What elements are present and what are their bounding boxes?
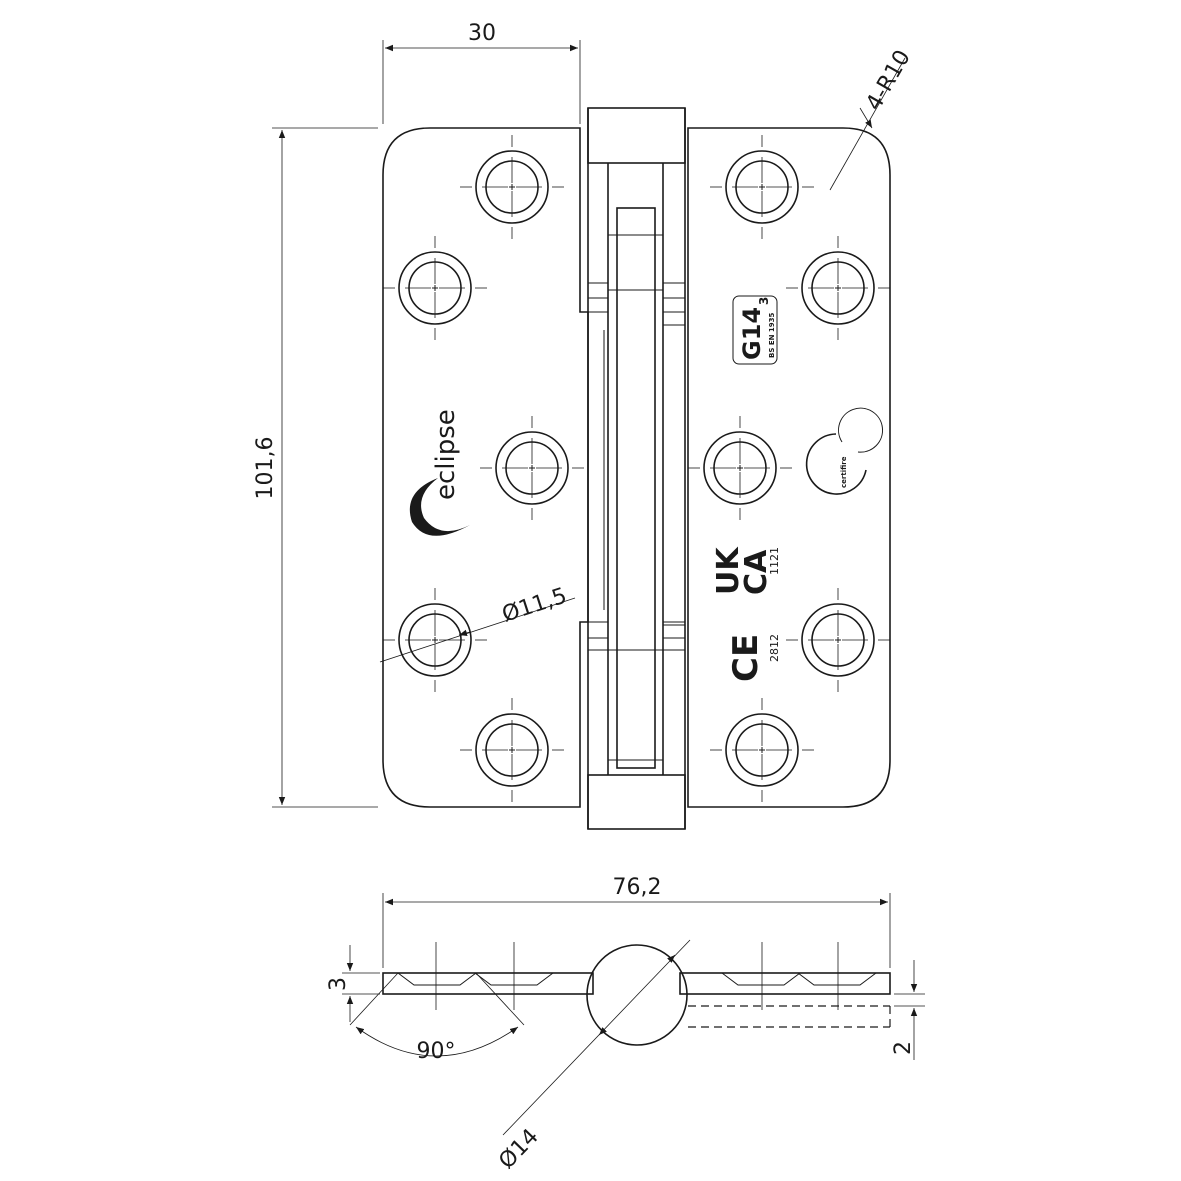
radius-label: 4-R10 — [862, 46, 916, 115]
eclipse-logo: eclipse — [409, 409, 470, 536]
right-leaf-outline — [687, 127, 891, 808]
ukca-mark: UK CA 1121 — [711, 546, 781, 595]
screw-hole-left-5 — [459, 697, 565, 803]
certifire-text: certifire — [840, 456, 848, 488]
screw-hole-right-2 — [785, 235, 891, 341]
grade-code: G14 — [738, 307, 766, 360]
screw-hole-right-5 — [709, 697, 815, 803]
knuckle-label: Ø14 — [494, 1124, 543, 1174]
dimension-knuckle-diameter: Ø14 — [494, 939, 691, 1174]
screw-hole-right-1 — [709, 134, 815, 240]
ukca-number: 1121 — [768, 547, 781, 575]
overall-label: 76,2 — [613, 875, 662, 900]
screw-hole-left-3 — [479, 415, 585, 521]
ce-mark: CE 2812 — [726, 634, 781, 682]
height-label: 101,6 — [253, 437, 278, 500]
screw-hole-left-4 — [382, 587, 488, 693]
screw-hole-right-3 — [687, 415, 793, 521]
dimension-height: 101,6 — [253, 127, 378, 808]
dimension-radius: 4-R10 — [829, 46, 916, 191]
left-leaf-outline — [382, 127, 589, 808]
dimension-overall-width: 76,2 — [382, 875, 891, 968]
dimension-hole-diameter: Ø11,5 — [379, 583, 576, 663]
grade-sub: 3 — [757, 297, 771, 305]
brand-text: eclipse — [431, 409, 461, 500]
dimension-countersink-angle: 90° — [349, 972, 525, 1064]
screw-hole-left-2 — [382, 235, 488, 341]
ce-text: CE — [726, 634, 766, 682]
dimension-offset: 2 — [891, 960, 925, 1060]
certifire-mark: certifire — [805, 407, 884, 495]
dimension-width: 30 — [382, 21, 581, 124]
bottom-view — [382, 942, 891, 1046]
ukca-line1: UK — [711, 546, 746, 595]
hole-label: Ø11,5 — [499, 583, 570, 627]
ce-number: 2812 — [768, 634, 781, 662]
ukca-line2: CA — [739, 549, 774, 595]
countersink-label: 90° — [417, 1039, 456, 1064]
thickness-label: 3 — [326, 977, 351, 991]
dimension-thickness: 3 — [326, 945, 380, 1022]
screw-hole-left-1 — [459, 134, 565, 240]
offset-label: 2 — [891, 1041, 916, 1055]
screw-hole-right-4 — [785, 587, 891, 693]
knuckle-circle — [586, 944, 688, 1046]
standard-text: BS EN 1935 — [768, 312, 776, 358]
knuckle-section — [587, 107, 689, 830]
grade-marking: G14 3 BS EN 1935 — [732, 295, 778, 365]
width-label: 30 — [468, 21, 496, 46]
eclipse-crescent-icon — [409, 478, 470, 536]
